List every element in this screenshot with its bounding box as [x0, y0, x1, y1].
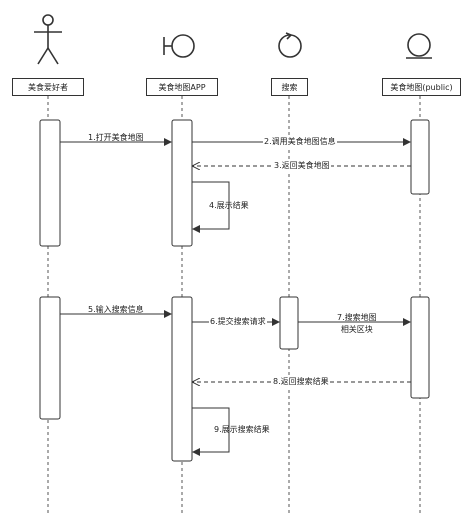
participant-label: 搜索: [281, 82, 298, 92]
participant-food-map-app: 美食地图APP: [146, 78, 218, 96]
participant-search: 搜索: [271, 78, 308, 96]
message-label-4: 4.展示结果: [209, 201, 249, 210]
message-label-3: 3.返回美食地图: [273, 161, 331, 171]
message-label-7-line2: 相关区块: [340, 325, 373, 334]
message-label-8: 8.返回搜索结果: [272, 377, 330, 387]
entity-icon: [406, 33, 432, 59]
participant-label: 美食地图APP: [158, 82, 206, 92]
message-arrows: [60, 138, 411, 456]
actor-icon: [34, 14, 62, 65]
message-label-5: 5.输入搜索信息: [88, 305, 144, 314]
boundary-icon: [163, 34, 195, 58]
message-label-9: 9.展示搜索结果: [214, 425, 270, 434]
message-label-7: 7.搜索地图 相关区块: [337, 313, 377, 335]
activation-bars: [39, 119, 430, 462]
participant-food-lover: 美食爱好者: [12, 78, 84, 96]
control-icon: [278, 32, 302, 58]
participant-label: 美食爱好者: [28, 82, 68, 92]
message-label-7-line1: 7.搜索地图: [337, 313, 377, 322]
message-label-6: 6.提交搜索请求: [209, 317, 267, 327]
participant-food-map-public: 美食地图(public): [382, 78, 461, 96]
participant-label: 美食地图(public): [390, 82, 453, 92]
message-label-2: 2.调用美食地图信息: [263, 137, 337, 147]
message-label-1: 1.打开美食地图: [88, 133, 144, 142]
